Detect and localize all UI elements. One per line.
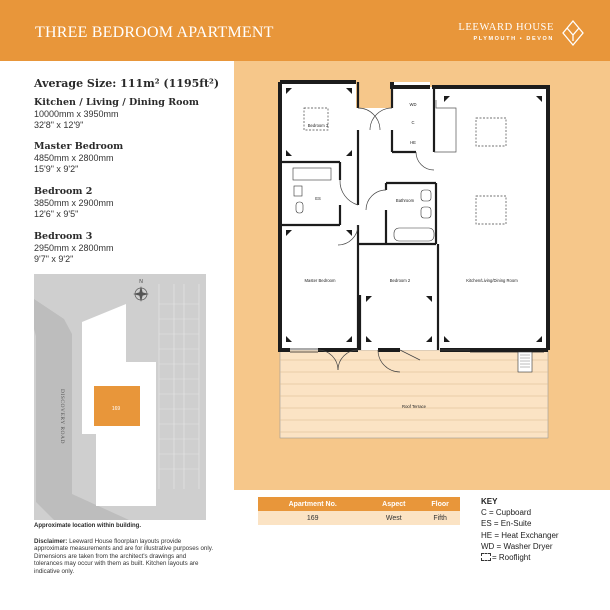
label-c: C xyxy=(411,120,414,125)
room-metric: 3850mm x 2900mm xyxy=(34,197,114,208)
road-label: DISCOVERY ROAD xyxy=(59,389,65,444)
label-roof-terrace: Roof Terrace xyxy=(402,404,427,409)
key-item-rooflight-label: = Rooflight xyxy=(492,553,531,563)
unit-label: 169 xyxy=(112,406,121,412)
label-kitchen: Kitchen/Living/Dining Room xyxy=(466,278,518,283)
key-title: KEY xyxy=(481,497,498,506)
room-kitchen: Kitchen / Living / Dining Room 10000mm x… xyxy=(34,97,199,132)
table-cell-floor: Fifth xyxy=(420,511,460,525)
room-master: Master Bedroom 4850mm x 2800mm 15'9" x 9… xyxy=(34,141,123,176)
room-metric: 2950mm x 2800mm xyxy=(34,242,114,253)
page-header: THREE BEDROOM APARTMENT LEEWARD HOUSE PL… xyxy=(0,0,610,61)
label-he: HE xyxy=(410,140,416,145)
label-bathroom: Bathroom xyxy=(396,198,415,203)
room-bedroom3: Bedroom 3 2950mm x 2800mm 9'7" x 9'2" xyxy=(34,231,114,266)
disclaimer: Disclaimer: Leeward House floorplan layo… xyxy=(34,538,214,575)
location-map: N 169 DISCOVERY ROAD xyxy=(34,274,206,520)
room-bedroom2: Bedroom 2 3850mm x 2900mm 12'6" x 9'5" xyxy=(34,186,114,221)
compass-label: N xyxy=(139,279,143,285)
key-item: WD = Washer Dryer xyxy=(481,541,553,551)
room-metric: 10000mm x 3950mm xyxy=(34,108,119,119)
key-item: HE = Heat Exchanger xyxy=(481,530,559,540)
label-master-bedroom: Master Bedroom xyxy=(305,278,336,283)
brand-name: LEEWARD HOUSE xyxy=(458,22,554,33)
key-item-rooflight: = Rooflight xyxy=(481,552,559,563)
apartment-table: Apartment No. Aspect Floor 169 West Fift… xyxy=(258,497,460,525)
key-item: ES = En-Suite xyxy=(481,519,532,529)
table-cell-aspect: West xyxy=(367,511,421,525)
key-legend: KEY C = Cupboard ES = En-Suite HE = Heat… xyxy=(481,496,559,563)
room-name: Bedroom 3 xyxy=(34,231,93,242)
room-name: Kitchen / Living / Dining Room xyxy=(34,97,199,108)
table-header-apartment: Apartment No. xyxy=(258,497,368,511)
table-header-aspect: Aspect xyxy=(367,497,421,511)
table-header-floor: Floor xyxy=(420,497,460,511)
brand-block: LEEWARD HOUSE PLYMOUTH • DEVON xyxy=(458,22,554,42)
rooflight-icon xyxy=(481,553,491,562)
disclaimer-label: Disclaimer: xyxy=(34,538,68,545)
roof-terrace xyxy=(279,349,549,439)
key-item: C = Cupboard xyxy=(481,508,532,518)
room-imperial: 9'7" x 9'2" xyxy=(34,254,74,264)
average-size: Average Size: 111m² (1195ft²) xyxy=(34,77,220,90)
disclaimer-text: Leeward House floorplan layouts provide … xyxy=(34,538,214,575)
label-wd: WD xyxy=(410,102,417,107)
room-imperial: 12'6" x 9'5" xyxy=(34,209,79,219)
location-map-drawing: N 169 DISCOVERY ROAD xyxy=(34,274,206,520)
room-metric: 4850mm x 2800mm xyxy=(34,152,114,163)
table-header-row: Apartment No. Aspect Floor xyxy=(258,497,460,511)
map-caption: Approximate location within building. xyxy=(34,523,141,529)
label-ensuite: ES xyxy=(315,196,321,201)
brand-location: PLYMOUTH • DEVON xyxy=(473,36,554,42)
table-row: 169 West Fifth xyxy=(258,511,460,525)
room-name: Master Bedroom xyxy=(34,141,124,152)
label-bedroom3: Bedroom 3 xyxy=(308,123,329,128)
page-title: THREE BEDROOM APARTMENT xyxy=(35,24,274,41)
room-imperial: 32'8" x 12'9" xyxy=(34,120,84,130)
room-imperial: 15'9" x 9'2" xyxy=(34,164,79,174)
table-cell-apartment: 169 xyxy=(258,511,368,525)
brand-logo-icon xyxy=(562,20,584,46)
room-name: Bedroom 2 xyxy=(34,186,93,197)
label-bedroom2: Bedroom 2 xyxy=(390,278,411,283)
